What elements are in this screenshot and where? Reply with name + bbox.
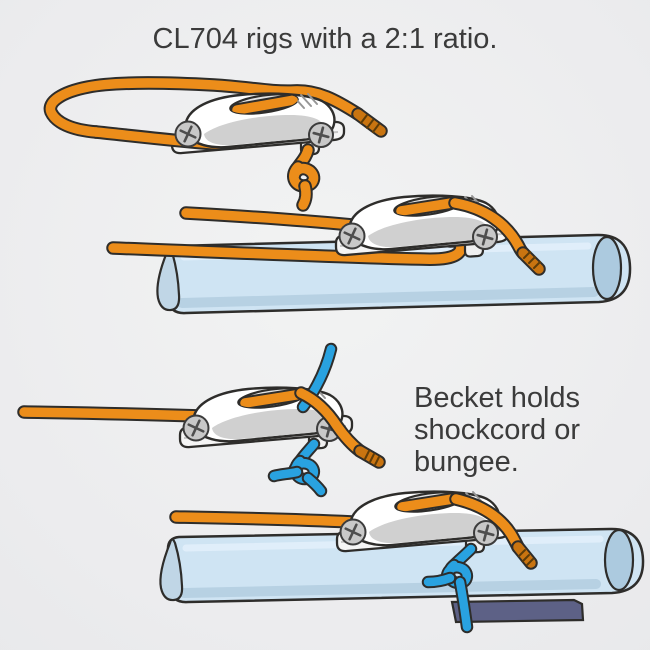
figure-2to1-loop — [43, 76, 388, 212]
figure-2to1-mounted — [106, 191, 632, 315]
rope — [169, 510, 359, 529]
rope-in-slot — [238, 387, 307, 410]
figure-shockcord-mounted — [159, 487, 645, 634]
whipped-tip — [351, 107, 388, 138]
rope-exit — [294, 386, 367, 458]
rope — [179, 206, 359, 232]
tube-end-cap — [603, 528, 635, 592]
cleat-body — [339, 487, 501, 547]
cleat-body — [174, 89, 336, 149]
page-title: CL704 rigs with a 2:1 ratio. — [152, 23, 498, 55]
mounting-bar — [450, 598, 585, 624]
whipped-tip — [353, 444, 386, 469]
stopper-knot — [287, 143, 321, 212]
whipped-tip — [511, 540, 538, 570]
becket-caption: Becket holds shockcord or bungee. — [414, 382, 581, 478]
tube-end-cap — [159, 538, 184, 602]
whipped-tip — [516, 246, 546, 276]
figure-becket-shockcord — [17, 342, 386, 498]
rope-in-slot — [230, 93, 299, 117]
shockcord-knot — [267, 437, 328, 498]
tube-end-cap — [591, 235, 623, 301]
shockcord-knot — [421, 542, 478, 634]
